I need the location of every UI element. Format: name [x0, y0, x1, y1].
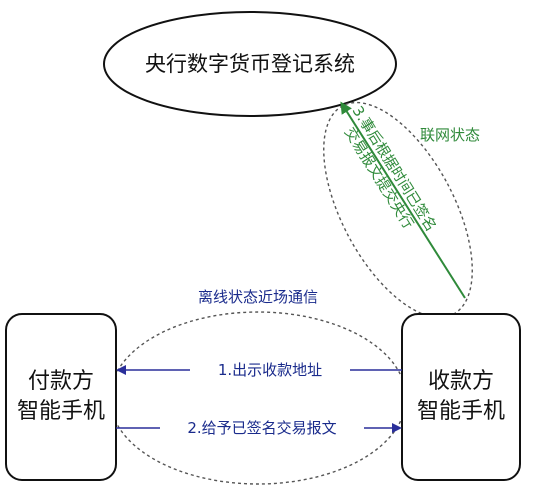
system-ellipse: [103, 11, 397, 117]
payer-label-line1: 付款方: [28, 369, 94, 394]
step3-arrow: [340, 101, 466, 299]
step2-label: 2.给予已签名交易报文: [187, 419, 336, 437]
step1-label: 1.出示收款地址: [218, 361, 322, 379]
payee-label-line1: 收款方: [428, 369, 494, 394]
payee-label-line2: 智能手机: [417, 399, 505, 424]
payee-box: [401, 313, 521, 481]
step1-label-bg: [190, 358, 350, 382]
step2-label-bg: [160, 416, 364, 440]
payer-box: [5, 313, 117, 481]
offline-dashed-ellipse: [109, 311, 407, 485]
online-label: 联网状态: [420, 126, 480, 144]
offline-label: 离线状态近场通信: [198, 288, 318, 306]
system-label: 央行数字货币登记系统: [145, 52, 355, 76]
payer-label-line2: 智能手机: [17, 399, 105, 424]
